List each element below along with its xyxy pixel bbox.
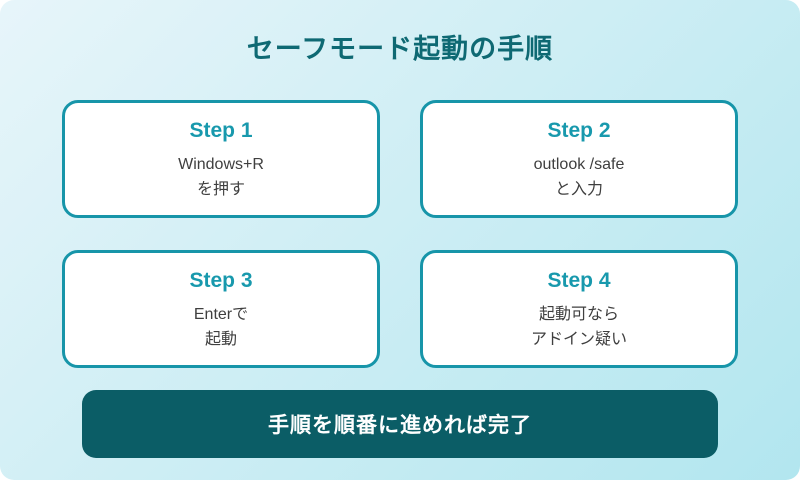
step-card-1: Step 1 Windows+R を押す [62, 100, 380, 218]
steps-grid: Step 1 Windows+R を押す Step 2 outlook /saf… [62, 100, 738, 368]
step-label: Step 3 [189, 268, 253, 292]
step-description: outlook /safe と入力 [534, 152, 625, 202]
step-description-line2: と入力 [554, 180, 603, 198]
step-description-line1: 起動可なら [538, 305, 619, 323]
step-description: Windows+R を押す [178, 152, 264, 202]
step-label: Step 1 [189, 118, 253, 142]
step-label: Step 4 [547, 268, 611, 292]
step-description-line2: 起動 [204, 330, 237, 348]
step-card-4: Step 4 起動可なら アドイン疑い [420, 250, 738, 368]
step-description-line1: Windows+R [178, 155, 264, 173]
step-description-line2: アドイン疑い [530, 330, 627, 348]
completion-banner: 手順を順番に進めれば完了 [82, 390, 718, 458]
page-title: セーフモード起動の手順 [246, 34, 554, 64]
step-description-line2: を押す [196, 180, 245, 198]
step-label: Step 2 [547, 118, 611, 142]
step-description: 起動可なら アドイン疑い [531, 302, 627, 352]
step-card-2: Step 2 outlook /safe と入力 [420, 100, 738, 218]
step-description-line1: outlook /safe [533, 155, 625, 173]
step-description-line1: Enterで [193, 305, 249, 323]
step-card-3: Step 3 Enterで 起動 [62, 250, 380, 368]
step-description: Enterで 起動 [194, 302, 248, 352]
